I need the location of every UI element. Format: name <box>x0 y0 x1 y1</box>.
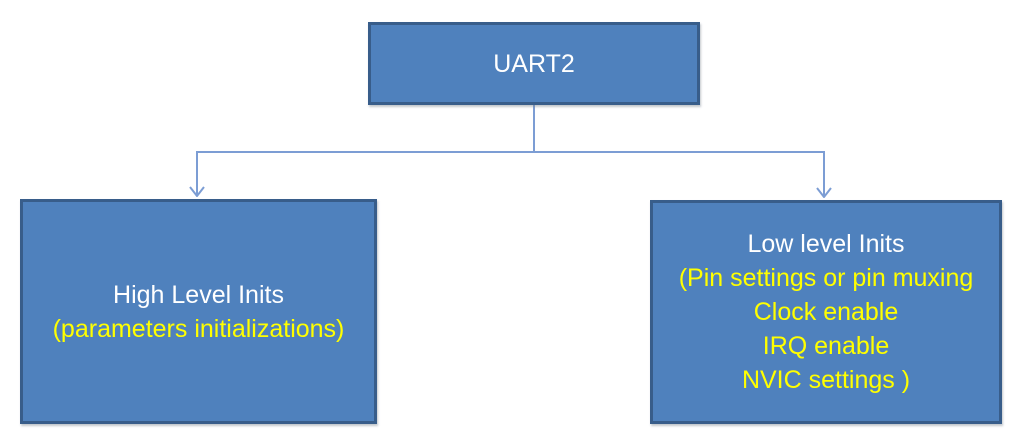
node-high-level-detail: (parameters initializations) <box>52 314 345 343</box>
node-low-level-inits: Low level Inits (Pin settings or pin mux… <box>650 200 1002 424</box>
arrowhead-right-icon <box>816 187 832 198</box>
node-low-level-detail: Clock enable <box>753 298 899 326</box>
node-high-level-title: High Level Inits <box>113 280 284 309</box>
node-low-level-title: Low level Inits <box>747 230 905 258</box>
node-low-level-detail: (Pin settings or pin muxing <box>678 264 974 292</box>
node-uart2: UART2 <box>368 22 700 105</box>
node-low-level-detail: IRQ enable <box>762 332 890 360</box>
node-high-level-inits: High Level Inits (parameters initializat… <box>20 199 377 424</box>
arrowhead-left-icon <box>189 186 205 197</box>
node-uart2-label: UART2 <box>493 49 575 78</box>
node-low-level-detail: NVIC settings ) <box>741 366 911 394</box>
